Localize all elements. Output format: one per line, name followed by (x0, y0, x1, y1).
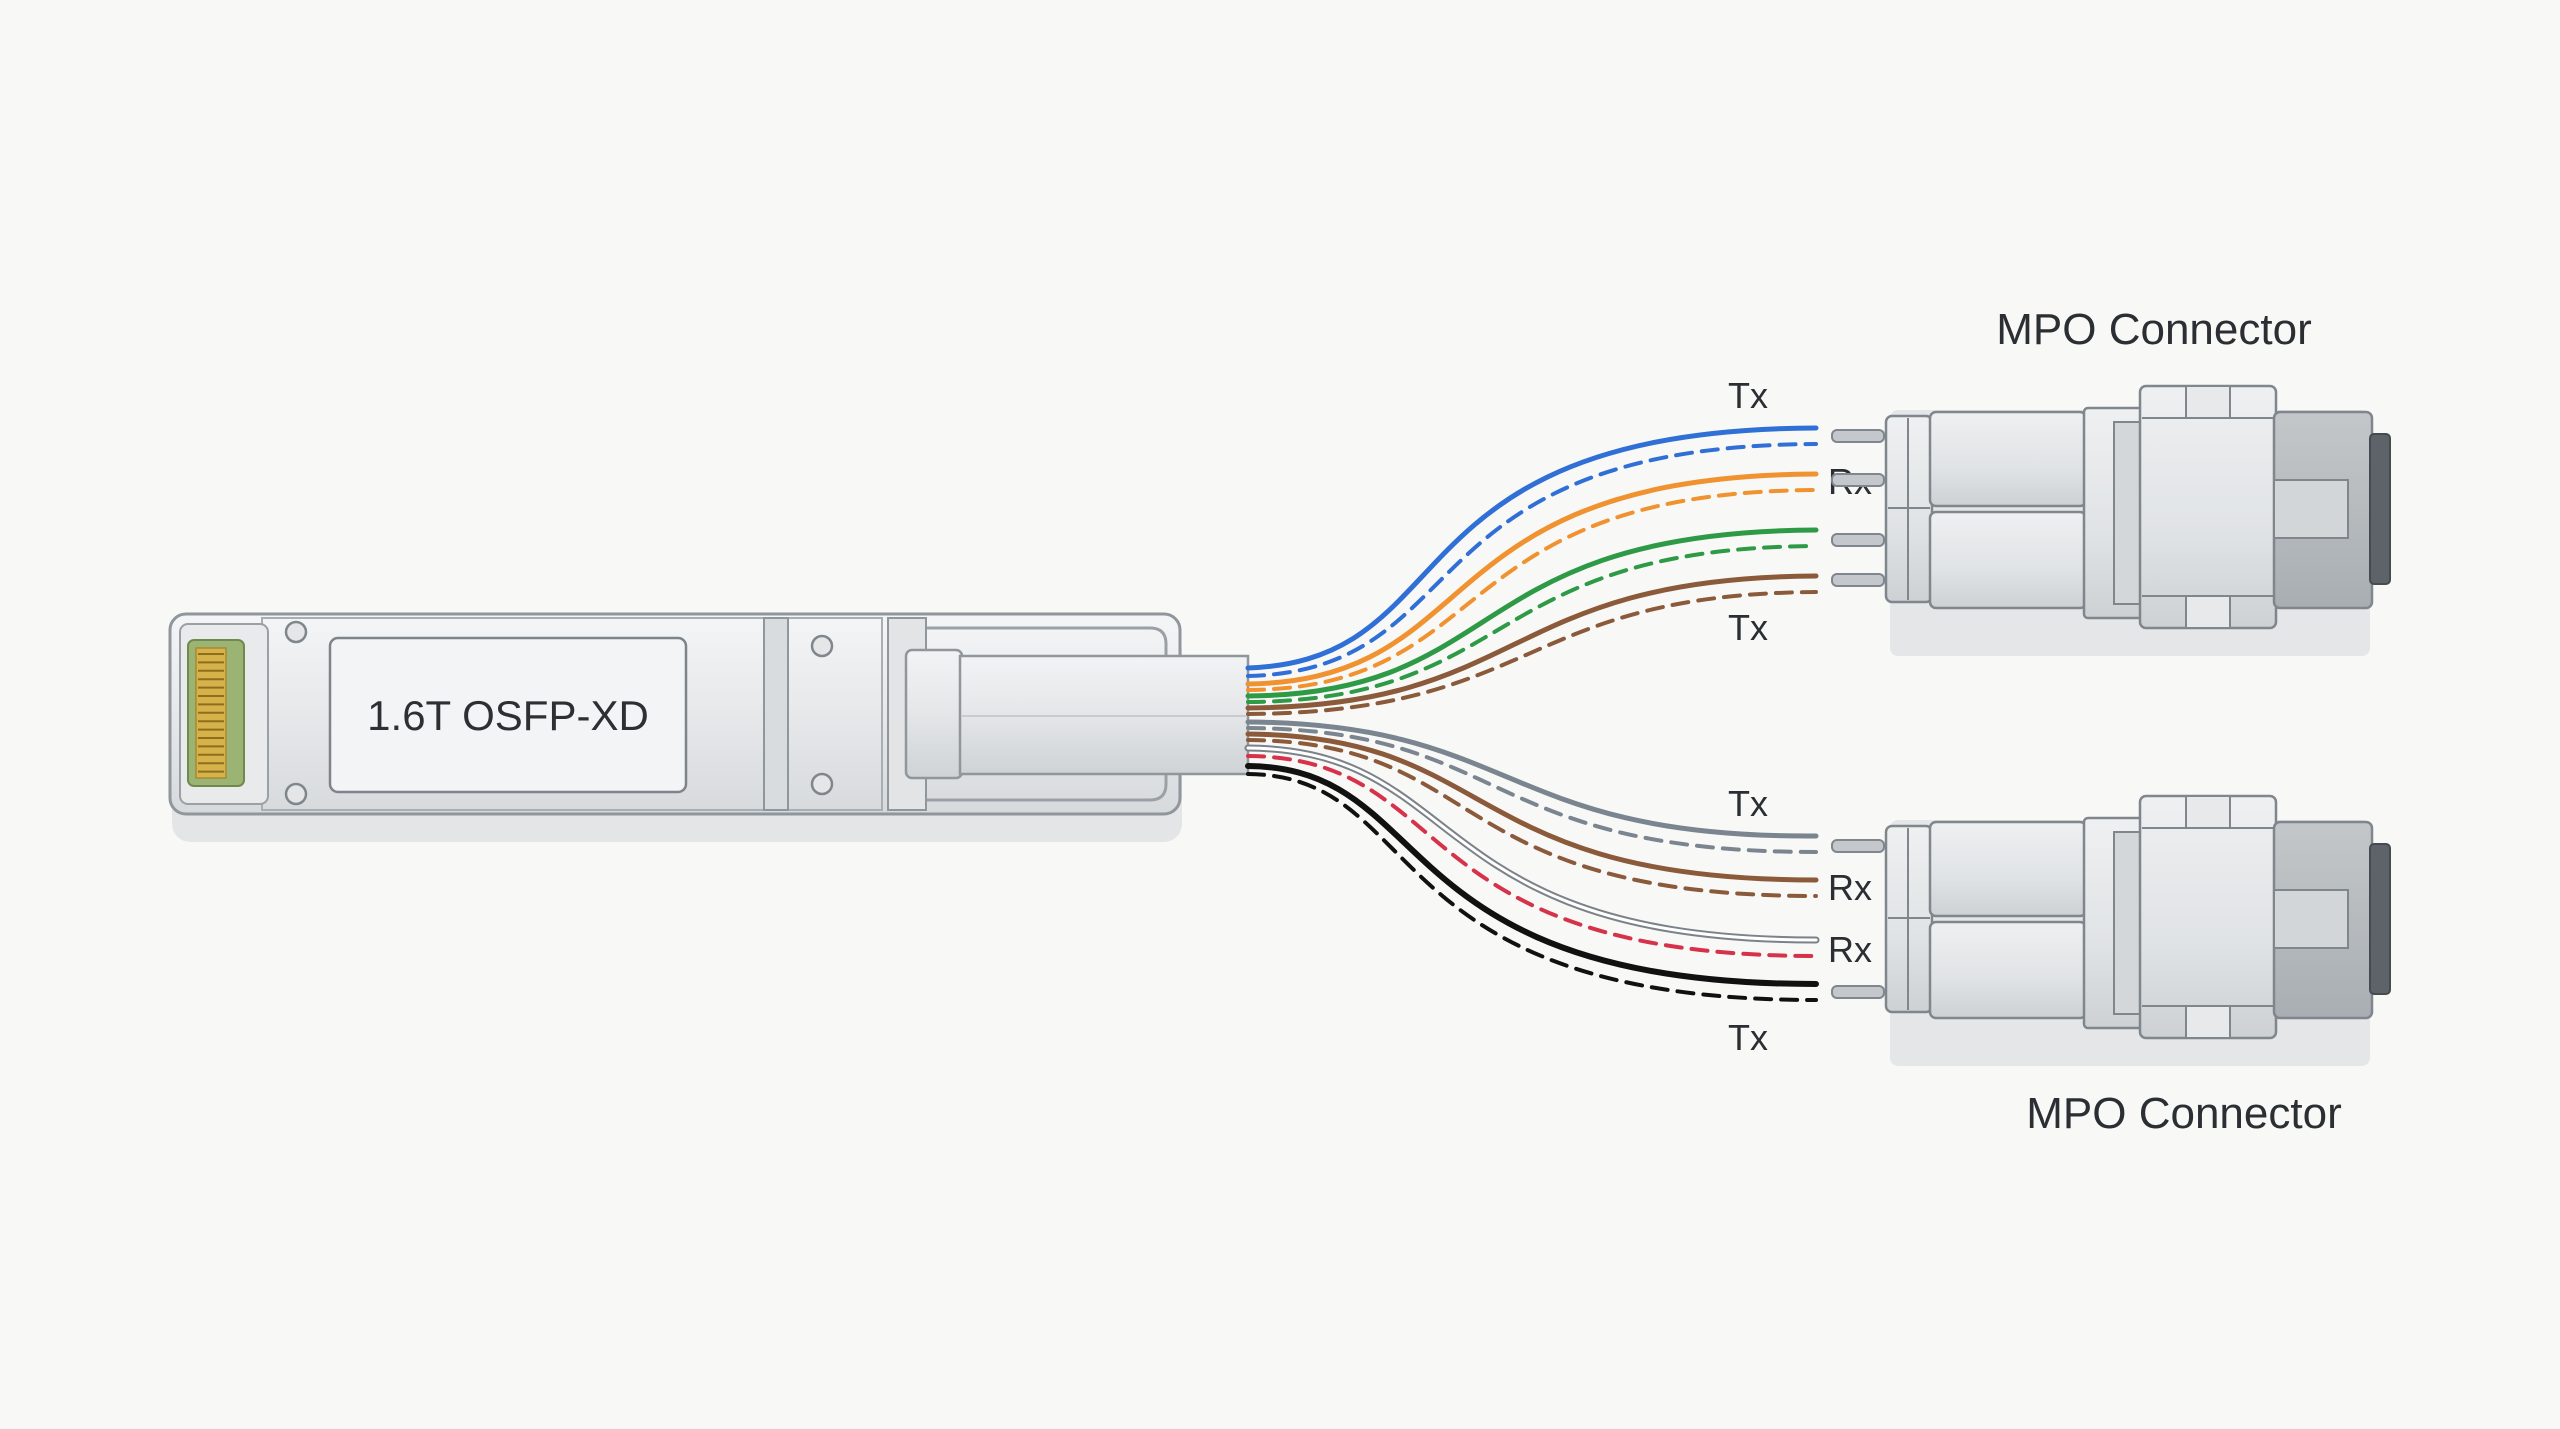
tx-label: Tx (1728, 607, 1768, 648)
fiber-red-dashed (1246, 754, 1818, 958)
tx-label: Tx (1728, 783, 1768, 824)
mpo-connector-top-label: MPO Connector (1996, 305, 2311, 354)
fiber-black-solid (1245, 763, 1819, 987)
fiber-gray-solid (1245, 719, 1819, 839)
osfp-module: 1.6T OSFP-XD (168, 612, 1250, 842)
fiber-black-dashed (1246, 772, 1818, 1002)
rx-label: Rx (1828, 929, 1872, 970)
fiber-blue-solid (1245, 425, 1819, 671)
fiber-brown-solid (1245, 573, 1819, 711)
fiber-orange-dashed (1246, 488, 1818, 692)
cable-boot (904, 648, 964, 780)
fiber-green-solid (1245, 527, 1819, 699)
screw-icon (284, 620, 308, 644)
fiber-brown2-solid (1245, 731, 1819, 883)
fiber-white-solid (1244, 744, 1820, 944)
tx-label: Tx (1728, 1017, 1768, 1058)
rx-label: Rx (1828, 867, 1872, 908)
fiber-brown2-dashed (1246, 738, 1818, 898)
tx-label: Tx (1728, 375, 1768, 416)
fiber-orange-solid (1245, 471, 1819, 687)
fiber-bundle (1244, 425, 1820, 1002)
mpo-connector-bottom: Tx Rx Rx Tx MPO Connector (1728, 783, 2391, 1138)
fiber-brown-dashed (1246, 590, 1818, 716)
fiber-blue-dashed (1246, 442, 1818, 678)
ferrule-pins (1831, 839, 1885, 999)
screw-icon (284, 782, 308, 806)
module-label-plate (328, 636, 688, 794)
screw-icon (810, 634, 834, 658)
fiber-gray-dashed (1246, 726, 1818, 854)
module-label: 1.6T OSFP-XD (367, 692, 649, 739)
fiber-green-dashed (1246, 544, 1818, 704)
pcb-edge-connector (187, 639, 245, 787)
ferrule-pins (1831, 429, 1885, 587)
mpo-connector-bottom-label: MPO Connector (2026, 1089, 2341, 1138)
mpo-connector-top: MPO Connector Tx Rx Tx (1728, 305, 2391, 656)
screw-icon (810, 772, 834, 796)
